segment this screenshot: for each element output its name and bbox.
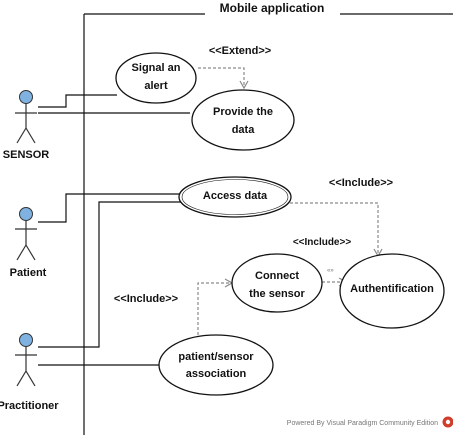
usecase-connect-stereo-small: «»: [327, 268, 334, 274]
usecase-patient-sensor-association[interactable]: [158, 334, 274, 396]
actor-patient-head: [19, 207, 33, 221]
usecase-provide-line1: Provide the: [213, 106, 273, 118]
powered-by-footer: Powered By Visual Paradigm Community Edi…: [287, 420, 438, 427]
include-connect-auth-label: <<Include>>: [293, 237, 352, 248]
include-assoc-connect-line: [197, 278, 234, 345]
usecase-provide-data[interactable]: [191, 89, 295, 151]
actor-practitioner[interactable]: [15, 333, 37, 387]
actor-sensor[interactable]: [15, 90, 37, 144]
include-access-auth-line: [290, 202, 383, 258]
actor-practitioner-label: Practitioner: [0, 400, 59, 412]
usecase-auth-line1: Authentification: [350, 283, 434, 295]
usecase-provide-line2: data: [232, 124, 256, 136]
usecase-connect-line2: the sensor: [249, 288, 305, 300]
usecase-access-line1: Access data: [203, 190, 268, 202]
usecase-assoc-line1: patient/sensor: [178, 351, 254, 363]
system-title: Mobile application: [220, 1, 325, 15]
usecase-assoc-line2: association: [186, 368, 247, 380]
assoc-sensor-signal: [38, 94, 117, 108]
extend-label: <<Extend>>: [209, 45, 271, 57]
actor-sensor-head: [19, 90, 33, 104]
assoc-patient-access: [38, 193, 181, 223]
extend-line: [198, 67, 249, 90]
usecase-signal-alert[interactable]: [115, 52, 197, 104]
actor-patient[interactable]: [15, 207, 37, 261]
usecase-connect-sensor[interactable]: [231, 253, 323, 313]
actor-patient-label: Patient: [10, 267, 47, 279]
usecase-access-data[interactable]: [178, 176, 292, 218]
assoc-practitioner-access: [38, 201, 181, 348]
association-lines: [38, 94, 190, 366]
include-access-auth-label: <<Include>>: [329, 177, 393, 189]
usecase-connect-line1: Connect: [255, 270, 299, 282]
usecase-authentification[interactable]: [339, 253, 445, 329]
usecase-signal-line1: Signal an: [132, 62, 181, 74]
actor-practitioner-head: [19, 333, 33, 347]
visual-paradigm-logo-icon: [442, 416, 453, 428]
include-assoc-connect-label: <<Include>>: [114, 293, 178, 305]
actor-sensor-label: SENSOR: [3, 149, 50, 161]
usecase-signal-line2: alert: [144, 80, 168, 92]
